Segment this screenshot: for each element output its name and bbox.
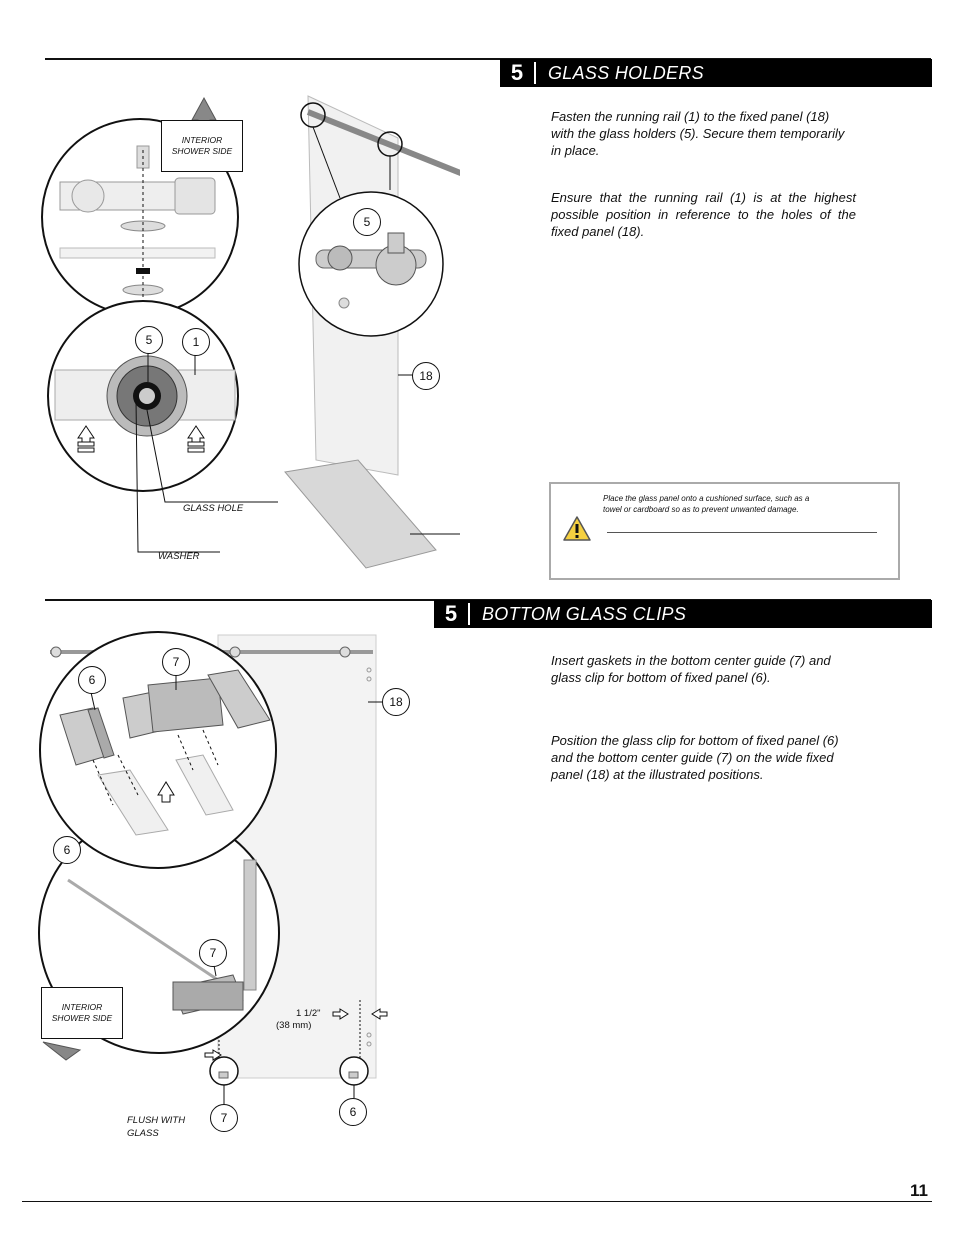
callout-guide-top: 7 [162,648,190,676]
section2-header: 5 BOTTOM GLASS CLIPS [434,600,932,628]
footer-rule [22,1201,932,1202]
section1-interior-label: INTERIOR SHOWER SIDE [161,120,243,172]
section1-title: GLASS HOLDERS [548,62,704,83]
bottom-clips-illustration [38,631,388,1105]
callout-running-rail: 1 [182,328,210,356]
section2-step-number: 5 [434,603,470,625]
callout-holder-detail: 5 [135,326,163,354]
section1-step-number: 5 [500,62,536,84]
warning-icon [563,516,591,541]
callout-clip-bottom: 6 [339,1098,367,1126]
section2-paragraph-2: Position the glass clip for bottom of fi… [551,733,839,782]
warning-underline [607,532,877,533]
callout-guide-mid: 7 [199,939,227,967]
callout-fixed-panel-2: 18 [382,688,410,716]
page-number: 11 [910,1181,928,1200]
glass-holders-illustration [41,95,460,569]
callout-clip-top: 6 [78,666,106,694]
dimension-label: 1 1/2" [296,1008,321,1019]
section1-paragraph-1: Fasten the running rail (1) to the fixed… [551,109,845,158]
section1-paragraph-2: Ensure that the running rail (1) is at t… [551,190,856,239]
section1-header: 5 GLASS HOLDERS [500,59,932,87]
dimension-metric-label: (38 mm) [276,1020,312,1031]
section2-paragraph-1: Insert gaskets in the bottom center guid… [551,653,831,685]
warning-box: Place the glass panel onto a cushioned s… [549,482,900,580]
section2-title: BOTTOM GLASS CLIPS [482,603,687,624]
callout-fixed-panel: 18 [412,362,440,390]
callout-guide-bottom: 7 [210,1104,238,1132]
callout-glass-holder: 5 [353,208,381,236]
washer-label: WASHER [158,551,200,562]
callout-clip-mid: 6 [53,836,81,864]
section1-top-rule [45,58,931,60]
section2-interior-label: INTERIOR SHOWER SIDE [41,987,123,1039]
glass-hole-label: GLASS HOLE [183,503,244,514]
warning-text: Place the glass panel onto a cushioned s… [603,494,810,514]
flush-with-glass-label: FLUSH WITH GLASS [127,1115,186,1139]
